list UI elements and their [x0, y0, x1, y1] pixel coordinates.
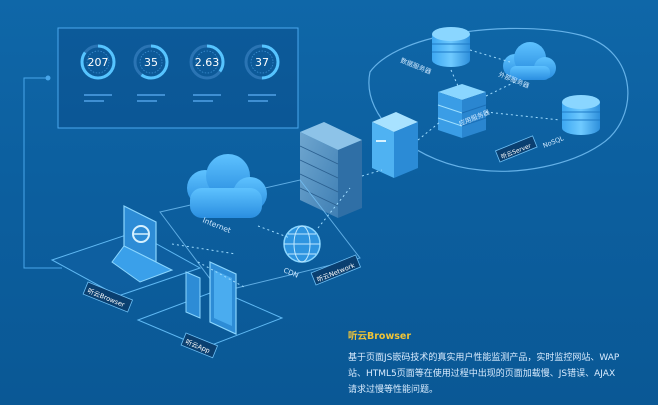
firewall-icon [299, 122, 362, 218]
phone-icon [185, 271, 201, 319]
gateway-server-icon [372, 112, 418, 178]
server-links [450, 49, 561, 121]
placeholder-bar [193, 94, 221, 96]
gauge-fill [244, 44, 280, 80]
gauge-value: 2.63 [195, 56, 220, 69]
data-flow-lines [171, 121, 441, 289]
gauge-icon: 37 [244, 44, 280, 102]
gauge-fill [189, 44, 225, 80]
gauge-value: 35 [144, 56, 158, 69]
placeholder-bar [84, 100, 104, 102]
cdn-label: CDN [282, 266, 299, 279]
app-badge: 听云App [180, 332, 219, 359]
nosql-label: NoSQL [542, 134, 565, 150]
placeholder-bar [84, 94, 112, 96]
nosql-server-icon [562, 95, 600, 135]
gauge-icon: 2.63 [189, 44, 225, 102]
product-description: 听云Browser 基于页面JS嵌码技术的真实用户性能监测产品，实时监控网站、W… [348, 328, 648, 398]
database-server-icon [432, 27, 470, 67]
placeholder-bar [137, 94, 165, 96]
description-line: 基于页面JS嵌码技术的真实用户性能监测产品，实时监控网站、WAP [348, 353, 620, 363]
placeholder-bar [248, 94, 276, 96]
description-line: 请求过慢等性能问题。 [348, 385, 439, 395]
internet-cloud-icon [187, 154, 267, 218]
laptop-icon [111, 205, 174, 283]
gauge-value: 207 [88, 56, 109, 69]
server-badge: 听云Server [494, 135, 538, 163]
dashboard-panel: 207 35 2.63 37 [57, 27, 299, 129]
description-body: 基于页面JS嵌码技术的真实用户性能监测产品，实时监控网站、WAP 站、HTML5… [348, 350, 648, 398]
dashboard-connector-line [23, 77, 62, 269]
gauge-icon: 207 [80, 44, 116, 102]
network-badge: 听云Network [310, 254, 362, 286]
server-zone-outline [368, 27, 629, 172]
gauge-value: 37 [255, 56, 269, 69]
gauge-icon: 35 [133, 44, 169, 102]
app-server-icon [437, 84, 487, 138]
db-server-label: 数据服务器 [399, 56, 433, 77]
internet-label: Internet [201, 216, 232, 236]
description-line: 站、HTML5页面等在使用过程中出现的页面加载慢、JS错误、AJAX [348, 369, 616, 379]
external-service-cloud-icon [503, 42, 556, 80]
placeholder-bar [248, 100, 268, 102]
placeholder-bar [193, 100, 213, 102]
gauge-fill [133, 44, 169, 80]
gauge-fill [80, 44, 116, 80]
tablet-icon [209, 261, 237, 335]
cdn-globe-icon [283, 225, 321, 263]
connector-dot [45, 75, 51, 81]
placeholder-bar [137, 100, 157, 102]
description-title: 听云Browser [348, 331, 412, 342]
